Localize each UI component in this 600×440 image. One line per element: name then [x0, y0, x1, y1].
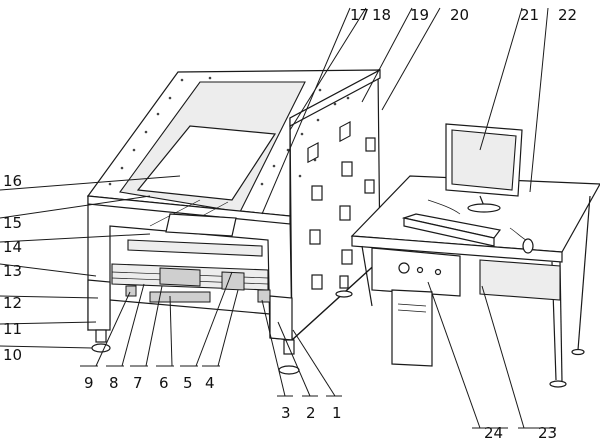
- label-23: 23: [538, 424, 557, 440]
- control-desk: [350, 123, 600, 388]
- label-4: 4: [205, 374, 215, 392]
- label-16: 16: [3, 172, 22, 190]
- label-20: 20: [450, 6, 469, 24]
- label-12: 12: [3, 294, 22, 312]
- label-2: 2: [306, 404, 316, 422]
- label-8: 8: [109, 374, 119, 392]
- label-7: 7: [133, 374, 143, 392]
- label-1: 1: [332, 404, 342, 422]
- part-labels: 1 2 3 4 5 6 7 8 9 10 11 12 13 14 15 16 1…: [3, 6, 577, 440]
- label-9: 9: [84, 374, 94, 392]
- label-22: 22: [558, 6, 577, 24]
- label-18: 18: [372, 6, 391, 24]
- label-15: 15: [3, 214, 22, 232]
- label-11: 11: [3, 320, 22, 338]
- label-19: 19: [410, 6, 429, 24]
- label-17: 17: [350, 6, 369, 24]
- label-5: 5: [183, 374, 193, 392]
- machine: [86, 68, 381, 375]
- label-24: 24: [484, 424, 503, 440]
- leader-lines: [0, 7, 556, 429]
- label-3: 3: [281, 404, 291, 422]
- label-21: 21: [520, 6, 539, 24]
- label-6: 6: [159, 374, 169, 392]
- label-10: 10: [3, 346, 22, 364]
- label-13: 13: [3, 262, 22, 280]
- label-14: 14: [3, 238, 22, 256]
